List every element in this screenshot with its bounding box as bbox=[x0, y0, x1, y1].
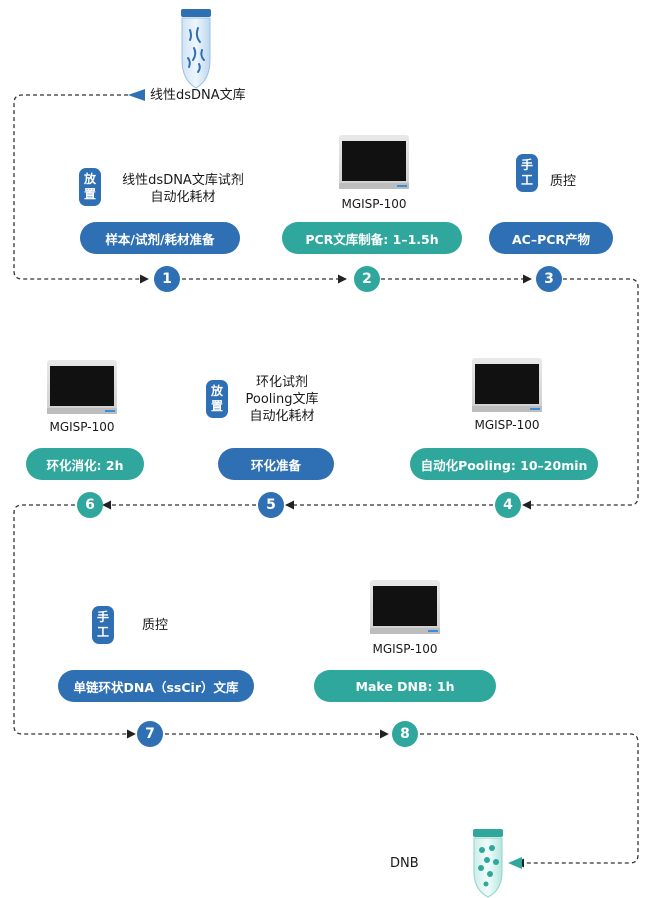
step1-pill: 样本/试剂/耗材准备 bbox=[80, 222, 240, 254]
step7-pill: 单链环状DNA（ssCir）文库 bbox=[58, 670, 254, 702]
step-1-circle: 1 bbox=[154, 266, 180, 292]
bottom-tube-label: DNB bbox=[390, 856, 419, 871]
dnb-tube-icon bbox=[473, 829, 503, 898]
device-caption: MGISP-100 bbox=[474, 418, 540, 432]
mgisp-device-icon bbox=[370, 580, 440, 634]
row2-reagent-line2: Pooling文库 bbox=[245, 392, 319, 407]
step3-pill: AC–PCR产物 bbox=[489, 222, 613, 254]
row1-qc-text: 质控 bbox=[550, 174, 577, 189]
row1-reagent-line1: 线性dsDNA文库试剂 bbox=[122, 173, 244, 188]
flow-line-8-end bbox=[420, 733, 639, 868]
row2-reagent-line3: 自动化耗材 bbox=[249, 409, 315, 424]
step8-pill: Make DNB: 1h bbox=[314, 670, 496, 702]
device-caption: MGISP-100 bbox=[341, 197, 407, 211]
step4-pill: 自动化Pooling: 10–20min bbox=[410, 448, 598, 480]
device-caption: MGISP-100 bbox=[49, 420, 115, 434]
step-5-circle: 5 bbox=[258, 492, 284, 518]
step5-pill: 环化准备 bbox=[218, 448, 334, 480]
dsdna-tube-icon bbox=[181, 9, 211, 89]
row1-reagent-line2: 自动化耗材 bbox=[150, 190, 216, 205]
mgisp-device-icon bbox=[472, 358, 542, 412]
step-7-circle: 7 bbox=[137, 721, 163, 747]
end-arrow-icon bbox=[508, 857, 522, 869]
step6-pill: 环化消化: 2h bbox=[26, 448, 144, 480]
step-2-circle: 2 bbox=[354, 266, 380, 292]
step-3-circle: 3 bbox=[536, 266, 562, 292]
flow-line-3-4 bbox=[522, 278, 639, 510]
step-4-circle: 4 bbox=[495, 492, 521, 518]
start-arrow-icon bbox=[128, 89, 145, 101]
step-6-circle: 6 bbox=[77, 492, 103, 518]
device-caption: MGISP-100 bbox=[372, 642, 438, 656]
row3-qc-text: 质控 bbox=[142, 618, 169, 633]
flow-line-start bbox=[13, 94, 149, 284]
place-badge: 放置 bbox=[206, 380, 228, 418]
manual-badge: 手工 bbox=[92, 606, 114, 644]
step2-pill: PCR文库制备: 1–1.5h bbox=[282, 222, 462, 254]
mgisp-device-icon bbox=[339, 135, 409, 189]
flow-line-6-7 bbox=[13, 504, 136, 739]
top-tube-label: 线性dsDNA文库 bbox=[150, 88, 246, 103]
flow-lines bbox=[13, 94, 639, 868]
row2-reagent-line1: 环化试剂 bbox=[255, 375, 308, 390]
step-8-circle: 8 bbox=[392, 721, 418, 747]
mgisp-device-icon bbox=[47, 360, 117, 414]
place-badge: 放置 bbox=[79, 168, 101, 206]
manual-badge: 手工 bbox=[516, 154, 538, 192]
